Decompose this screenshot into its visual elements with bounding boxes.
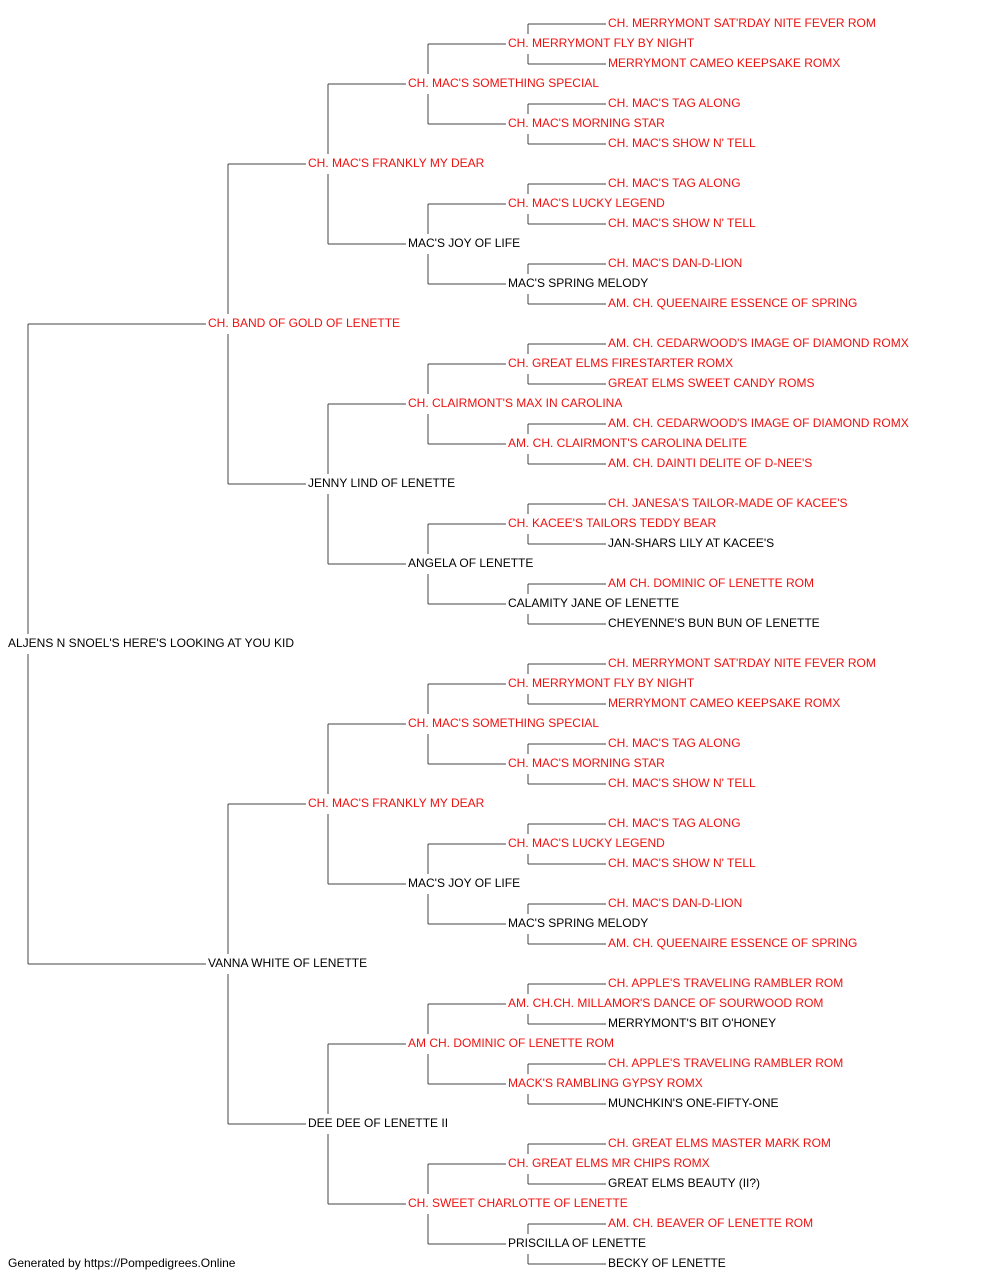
dog-name-gen5: JAN-SHARS LILY AT KACEE'S (608, 536, 774, 550)
dog-name-gen2: JENNY LIND OF LENETTE (308, 476, 455, 490)
dog-name-gen3: CH. MAC'S SOMETHING SPECIAL (408, 716, 599, 730)
dog-name-gen4: CH. KACEE'S TAILORS TEDDY BEAR (508, 516, 716, 530)
dog-name-gen5: MUNCHKIN'S ONE-FIFTY-ONE (608, 1096, 779, 1110)
dog-name-gen0: ALJENS N SNOEL'S HERE'S LOOKING AT YOU K… (8, 636, 294, 650)
dog-name-gen5: CH. MAC'S TAG ALONG (608, 736, 741, 750)
dog-name-gen5: AM. CH. CEDARWOOD'S IMAGE OF DIAMOND ROM… (608, 416, 909, 430)
dog-name-gen5: AM. CH. BEAVER OF LENETTE ROM (608, 1216, 813, 1230)
dog-name-gen4: CH. MERRYMONT FLY BY NIGHT (508, 676, 695, 690)
dog-name-gen4: CH. MERRYMONT FLY BY NIGHT (508, 36, 695, 50)
dog-name-gen4: MACK'S RAMBLING GYPSY ROMX (508, 1076, 703, 1090)
dog-name-gen5: CH. APPLE'S TRAVELING RAMBLER ROM (608, 976, 843, 990)
dog-name-gen1: VANNA WHITE OF LENETTE (208, 956, 367, 970)
dog-name-gen5: AM. CH. QUEENAIRE ESSENCE OF SPRING (608, 296, 857, 310)
dog-name-gen4: PRISCILLA OF LENETTE (508, 1236, 646, 1250)
dog-name-gen3: CH. SWEET CHARLOTTE OF LENETTE (408, 1196, 628, 1210)
dog-name-gen2: DEE DEE OF LENETTE II (308, 1116, 448, 1130)
dog-name-gen5: MERRYMONT'S BIT O'HONEY (608, 1016, 776, 1030)
dog-name-gen5: CH. JANESA'S TAILOR-MADE OF KACEE'S (608, 496, 848, 510)
dog-name-gen4: AM. CH.CH. MILLAMOR'S DANCE OF SOURWOOD … (508, 996, 823, 1010)
dog-name-gen5: GREAT ELMS SWEET CANDY ROMS (608, 376, 814, 390)
dog-name-gen5: CH. MERRYMONT SAT'RDAY NITE FEVER ROM (608, 16, 876, 30)
dog-name-gen5: AM. CH. CEDARWOOD'S IMAGE OF DIAMOND ROM… (608, 336, 909, 350)
dog-name-gen1: CH. BAND OF GOLD OF LENETTE (208, 316, 400, 330)
dog-name-gen3: CH. CLAIRMONT'S MAX IN CAROLINA (408, 396, 622, 410)
dog-name-gen5: AM. CH. QUEENAIRE ESSENCE OF SPRING (608, 936, 857, 950)
dog-name-gen4: CALAMITY JANE OF LENETTE (508, 596, 679, 610)
dog-name-gen5: AM CH. DOMINIC OF LENETTE ROM (608, 576, 814, 590)
dog-name-gen5: MERRYMONT CAMEO KEEPSAKE ROMX (608, 56, 840, 70)
dog-name-gen4: AM. CH. CLAIRMONT'S CAROLINA DELITE (508, 436, 747, 450)
dog-name-gen4: CH. MAC'S MORNING STAR (508, 756, 665, 770)
dog-name-gen2: CH. MAC'S FRANKLY MY DEAR (308, 156, 485, 170)
dog-name-gen5: CH. APPLE'S TRAVELING RAMBLER ROM (608, 1056, 843, 1070)
dog-name-gen5: CH. MAC'S SHOW N' TELL (608, 856, 756, 870)
dog-name-gen5: CH. MAC'S SHOW N' TELL (608, 216, 756, 230)
dog-name-gen3: ANGELA OF LENETTE (408, 556, 533, 570)
dog-name-gen5: CHEYENNE'S BUN BUN OF LENETTE (608, 616, 820, 630)
dog-name-gen5: CH. MAC'S SHOW N' TELL (608, 776, 756, 790)
dog-name-gen5: GREAT ELMS BEAUTY (II?) (608, 1176, 760, 1190)
dog-name-gen5: CH. MAC'S DAN-D-LION (608, 256, 742, 270)
dog-name-gen5: CH. MAC'S SHOW N' TELL (608, 136, 756, 150)
dog-name-gen5: CH. MAC'S TAG ALONG (608, 176, 741, 190)
dog-name-gen4: CH. GREAT ELMS FIRESTARTER ROMX (508, 356, 733, 370)
dog-name-gen3: MAC'S JOY OF LIFE (408, 236, 520, 250)
dog-name-gen3: MAC'S JOY OF LIFE (408, 876, 520, 890)
dog-name-gen5: CH. MAC'S TAG ALONG (608, 816, 741, 830)
dog-name-gen4: CH. MAC'S MORNING STAR (508, 116, 665, 130)
dog-name-gen4: CH. MAC'S LUCKY LEGEND (508, 196, 665, 210)
dog-name-gen4: MAC'S SPRING MELODY (508, 916, 648, 930)
dog-name-gen5: MERRYMONT CAMEO KEEPSAKE ROMX (608, 696, 840, 710)
dog-name-gen4: MAC'S SPRING MELODY (508, 276, 648, 290)
dog-name-gen2: CH. MAC'S FRANKLY MY DEAR (308, 796, 485, 810)
dog-name-gen5: CH. MAC'S TAG ALONG (608, 96, 741, 110)
dog-name-gen5: CH. MERRYMONT SAT'RDAY NITE FEVER ROM (608, 656, 876, 670)
dog-name-gen5: AM. CH. DAINTI DELITE OF D-NEE'S (608, 456, 812, 470)
generated-by-footer: Generated by https://Pompedigrees.Online (8, 1256, 236, 1270)
dog-name-gen5: BECKY OF LENETTE (608, 1256, 726, 1270)
dog-name-gen4: CH. MAC'S LUCKY LEGEND (508, 836, 665, 850)
dog-name-gen3: AM CH. DOMINIC OF LENETTE ROM (408, 1036, 614, 1050)
dog-name-gen4: CH. GREAT ELMS MR CHIPS ROMX (508, 1156, 710, 1170)
dog-name-gen3: CH. MAC'S SOMETHING SPECIAL (408, 76, 599, 90)
dog-name-gen5: CH. MAC'S DAN-D-LION (608, 896, 742, 910)
dog-name-gen5: CH. GREAT ELMS MASTER MARK ROM (608, 1136, 831, 1150)
